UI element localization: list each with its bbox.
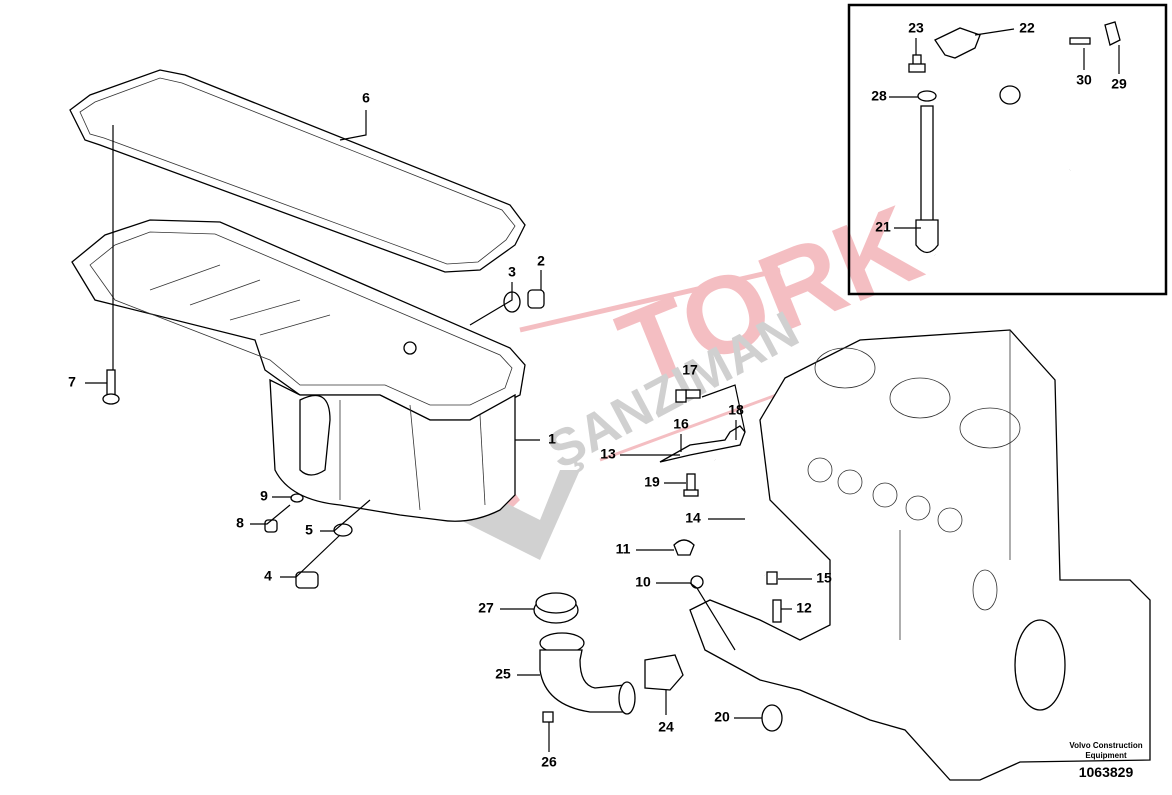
callout-4[interactable]: 4 [264, 568, 272, 584]
callout-7[interactable]: 7 [68, 374, 76, 390]
callout-30[interactable]: 30 [1076, 72, 1092, 88]
callout-22[interactable]: 22 [1019, 20, 1035, 36]
oil-filler-assembly [533, 592, 783, 732]
callout-9[interactable]: 9 [260, 488, 268, 504]
manufacturer-caption: Volvo Construction Equipment [1069, 741, 1143, 760]
callout-10[interactable]: 10 [635, 574, 651, 590]
callout-6[interactable]: 6 [362, 90, 370, 106]
callout-5[interactable]: 5 [305, 522, 313, 538]
engine-block [689, 329, 1151, 781]
inset-oil-level-sensor [847, 3, 1168, 296]
callout-13[interactable]: 13 [600, 446, 616, 462]
callout-19[interactable]: 19 [644, 474, 660, 490]
callout-3[interactable]: 3 [508, 264, 516, 280]
callout-1[interactable]: 1 [548, 431, 556, 447]
callout-20[interactable]: 20 [714, 709, 730, 725]
callout-8[interactable]: 8 [236, 515, 244, 531]
callout-12[interactable]: 12 [796, 600, 812, 616]
oil-pan-gasket [69, 69, 526, 273]
oil-pan [71, 219, 526, 522]
callout-14[interactable]: 14 [685, 510, 701, 526]
dipstick-assembly [659, 389, 782, 623]
callout-28[interactable]: 28 [871, 88, 887, 104]
callout-18[interactable]: 18 [728, 402, 744, 418]
callout-2[interactable]: 2 [537, 253, 545, 269]
callout-labels: 1 2 3 4 5 6 7 8 9 10 11 12 13 14 15 16 1… [68, 20, 1127, 770]
callout-26[interactable]: 26 [541, 754, 557, 770]
callout-11[interactable]: 11 [616, 541, 631, 557]
callout-17[interactable]: 17 [682, 362, 698, 378]
callout-29[interactable]: 29 [1111, 76, 1127, 92]
callout-25[interactable]: 25 [495, 666, 511, 682]
callout-16[interactable]: 16 [673, 416, 689, 432]
callout-15[interactable]: 15 [816, 570, 832, 586]
callout-23[interactable]: 23 [908, 20, 924, 36]
leader-lines [85, 28, 1120, 752]
reference-number: 1063829 [1078, 764, 1134, 780]
small-parts [102, 289, 545, 589]
callout-24[interactable]: 24 [658, 719, 674, 735]
callout-21[interactable]: 21 [875, 219, 891, 235]
callout-27[interactable]: 27 [478, 600, 494, 616]
